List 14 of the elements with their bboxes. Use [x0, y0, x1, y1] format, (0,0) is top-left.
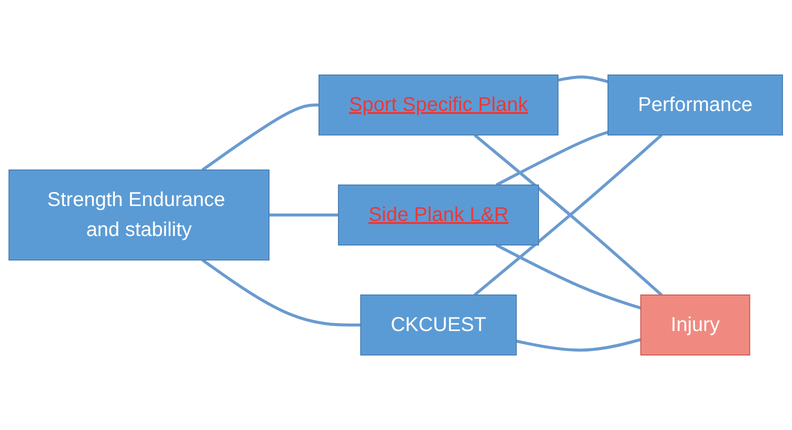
node-box: Strength Endurance and stability: [8, 170, 270, 260]
node-box: Injury: [640, 294, 750, 356]
node-box: CKCUEST: [360, 294, 518, 356]
connector: [558, 75, 609, 84]
connector: [269, 214, 339, 216]
node-box: Performance: [608, 74, 784, 136]
connector: [202, 258, 361, 326]
connector: [516, 338, 642, 352]
connector: [474, 134, 663, 296]
connector: [496, 244, 642, 310]
node-box: Side Plank L&R: [338, 184, 540, 246]
connector: [202, 104, 320, 172]
node-box: Sport Specific Plank: [318, 74, 559, 136]
connector: [496, 130, 609, 186]
